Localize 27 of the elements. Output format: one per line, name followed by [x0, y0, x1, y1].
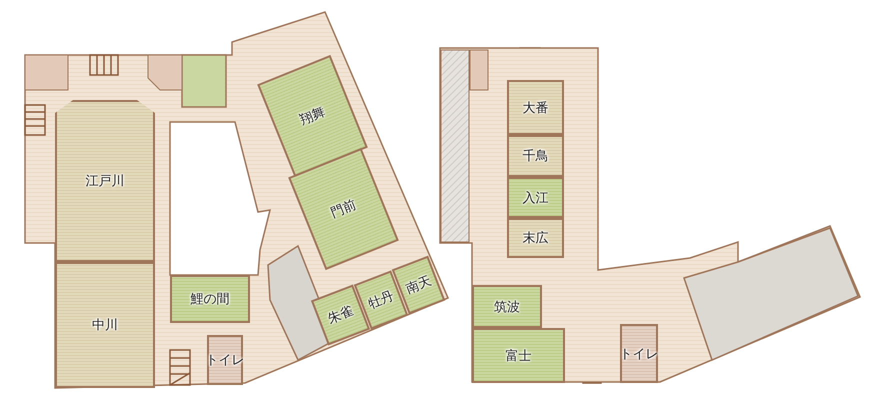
room-name: 翔舞	[296, 104, 328, 130]
room-name: 入江	[522, 190, 548, 206]
room-name: 千鳥	[522, 148, 548, 165]
room-name: トイレ	[206, 352, 244, 369]
room-name: 牡丹	[366, 288, 396, 314]
room-name: 中川	[92, 317, 118, 334]
room-name: 富士	[506, 348, 532, 364]
room	[507, 218, 564, 258]
room-name: 筑波	[494, 298, 520, 316]
room-name: 朱雀	[324, 302, 356, 328]
room-name: 江戸川	[86, 173, 124, 190]
room	[507, 177, 564, 218]
room-name: トイレ	[620, 346, 658, 362]
room	[507, 135, 564, 177]
room-name: 南天	[402, 272, 434, 298]
room-name: 門前	[328, 196, 358, 222]
room-name: 大番	[522, 100, 548, 116]
room	[620, 324, 658, 383]
room	[207, 335, 243, 385]
room-name: 末広	[522, 230, 548, 247]
room	[472, 328, 565, 383]
room-name: 鯉の間	[190, 291, 230, 308]
room	[507, 80, 564, 135]
room	[170, 275, 250, 323]
room	[472, 285, 542, 328]
room	[55, 100, 155, 262]
room	[55, 262, 155, 388]
